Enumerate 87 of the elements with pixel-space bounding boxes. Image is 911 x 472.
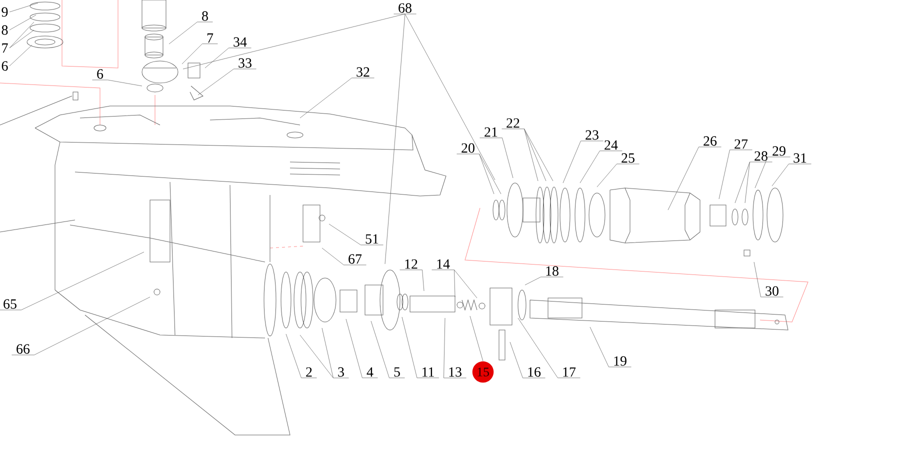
leader-line — [322, 328, 334, 378]
callout-number: 21 — [480, 127, 502, 138]
leader-line — [198, 68, 234, 96]
highlighted-callout-number: 15 — [472, 361, 494, 383]
leader-line — [734, 162, 750, 204]
leader-line — [596, 164, 617, 188]
leader-line — [108, 80, 142, 86]
leader-line — [34, 296, 150, 356]
callout-number: 32 — [352, 67, 374, 78]
callout-number: 68 — [394, 3, 416, 14]
leader-line — [300, 334, 334, 378]
leader-line — [422, 270, 424, 292]
callout-number: 4 — [362, 367, 378, 378]
leader-line — [9, 14, 36, 30]
callout-number: 23 — [580, 130, 604, 142]
leader-line — [322, 248, 344, 266]
callout-number: 20 — [456, 143, 480, 154]
leader-line — [580, 150, 600, 184]
callout-number: 18 — [540, 266, 564, 278]
callout-number: 34 — [228, 37, 252, 48]
leader-line — [510, 342, 523, 378]
callout-number: 7 — [2, 43, 8, 53]
leader-line — [590, 326, 609, 368]
callout-number: 8 — [197, 11, 213, 22]
callout-number: 7 — [202, 33, 218, 44]
callout-number: 2 — [301, 367, 317, 378]
callout-number: 17 — [558, 367, 580, 378]
callout-number: 31 — [788, 153, 812, 164]
leader-line — [502, 138, 514, 178]
callout-number: 30 — [760, 286, 784, 298]
callout-number: 3 — [333, 367, 349, 378]
callout-number: 6 — [2, 61, 8, 71]
leader-line — [346, 318, 362, 378]
callout-number: 13 — [444, 367, 466, 378]
leader-line — [21, 252, 144, 310]
leader-line — [328, 224, 361, 246]
leader-line — [168, 22, 198, 44]
leader-line — [754, 262, 761, 298]
callout-number: 65 — [0, 299, 22, 310]
callout-number: 26 — [698, 136, 722, 148]
callout-number: 16 — [522, 367, 546, 378]
callout-number: 14 — [432, 259, 454, 270]
leader-line — [204, 48, 229, 68]
leader-line — [454, 270, 478, 298]
leader-line — [9, 2, 38, 12]
callout-number: 11 — [416, 367, 440, 378]
leader-line — [454, 270, 456, 298]
callout-number: 19 — [608, 356, 632, 368]
callout-number: 6 — [92, 69, 108, 80]
callout-number: 9 — [2, 7, 8, 17]
callout-number: 33 — [234, 58, 256, 70]
callout-number: 12 — [400, 259, 422, 270]
callout-number: 66 — [12, 344, 34, 356]
leader-line — [9, 22, 34, 48]
leader-line — [9, 44, 32, 66]
leader-line — [772, 164, 789, 186]
leader-line — [470, 316, 484, 362]
leader-line — [562, 140, 581, 184]
leader-line — [718, 150, 730, 200]
callout-number: 27 — [730, 139, 752, 150]
leader-line — [754, 156, 768, 188]
leader-line — [479, 154, 502, 194]
callout-number: 5 — [389, 367, 405, 378]
callout-number: 51 — [360, 234, 384, 246]
leader-line — [384, 14, 406, 264]
leader-line — [444, 318, 446, 378]
callout-number: 24 — [600, 140, 622, 152]
leader-line — [744, 162, 750, 204]
leader-line — [479, 154, 494, 194]
leader-line — [404, 14, 496, 180]
callout-number: 67 — [344, 254, 366, 266]
leader-line — [524, 128, 538, 182]
leader-line — [524, 128, 554, 182]
leader-line — [524, 128, 546, 182]
callout-number: 22 — [502, 118, 524, 130]
leader-line — [668, 146, 699, 210]
leader-line — [518, 318, 558, 378]
leader-line — [524, 276, 541, 286]
callout-number: 8 — [2, 25, 8, 35]
leader-line — [182, 14, 406, 70]
leader-line — [182, 44, 202, 64]
leader-line — [402, 316, 418, 378]
leader-line — [300, 78, 352, 118]
leader-line — [9, 30, 34, 48]
callout-number: 25 — [616, 153, 640, 164]
leader-line — [286, 334, 302, 378]
leader-line — [370, 320, 390, 378]
